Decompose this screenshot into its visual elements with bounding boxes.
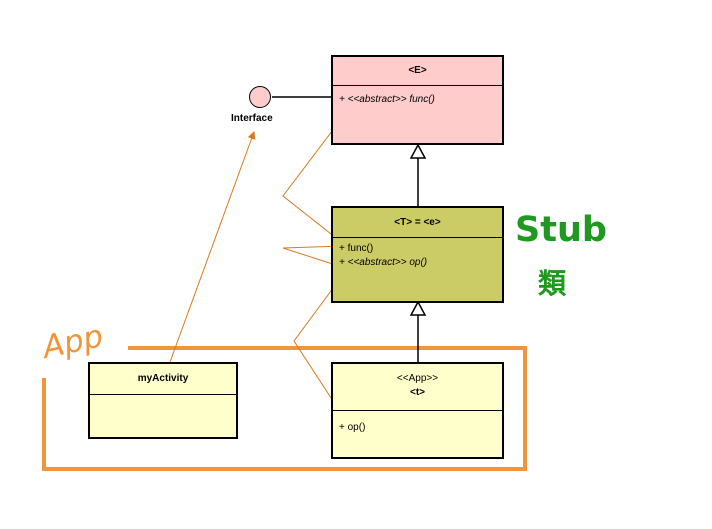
flow-abstract-op-to-op <box>293 271 349 425</box>
stub-title: Stub <box>515 210 607 250</box>
class-E: <E> + <<abstract>> func() <box>331 55 504 145</box>
stub-subtitle: 類 <box>538 267 567 300</box>
class-E-name: <E> <box>333 57 502 86</box>
class-T: <T> = <e> + func() + <<abstract>> op() <box>331 206 504 303</box>
class-T-member-op: + <<abstract>> op() <box>339 257 428 268</box>
class-t-member-op: + op() <box>339 422 366 433</box>
class-T-member-func: + func() <box>339 243 374 254</box>
app-frame <box>42 346 527 471</box>
flow-myActivity-to-interface <box>169 131 256 363</box>
class-myActivity: myActivity <box>88 362 238 439</box>
interface-label: Interface <box>231 113 273 124</box>
class-t-members: + op() <box>333 411 502 435</box>
class-t: <<App>> <t> + op() <box>331 362 504 459</box>
class-E-member-func: + <<abstract>> func() <box>339 94 435 105</box>
class-t-header: <<App>> <t> <box>333 364 502 411</box>
class-t-stereotype: <<App>> <box>396 373 439 384</box>
class-t-name: <t> <box>409 387 425 398</box>
class-T-members: + func() + <<abstract>> op() <box>333 238 502 270</box>
class-E-members: + <<abstract>> func() <box>333 86 502 107</box>
flow-abstract-func-to-func <box>282 109 349 246</box>
inheritance-arrow-T-E <box>409 143 427 159</box>
inheritance-arrow-t-T <box>409 300 427 316</box>
class-myActivity-name: myActivity <box>90 364 236 395</box>
interface-circle-icon <box>249 86 271 108</box>
class-T-name: <T> = <e> <box>333 208 502 238</box>
